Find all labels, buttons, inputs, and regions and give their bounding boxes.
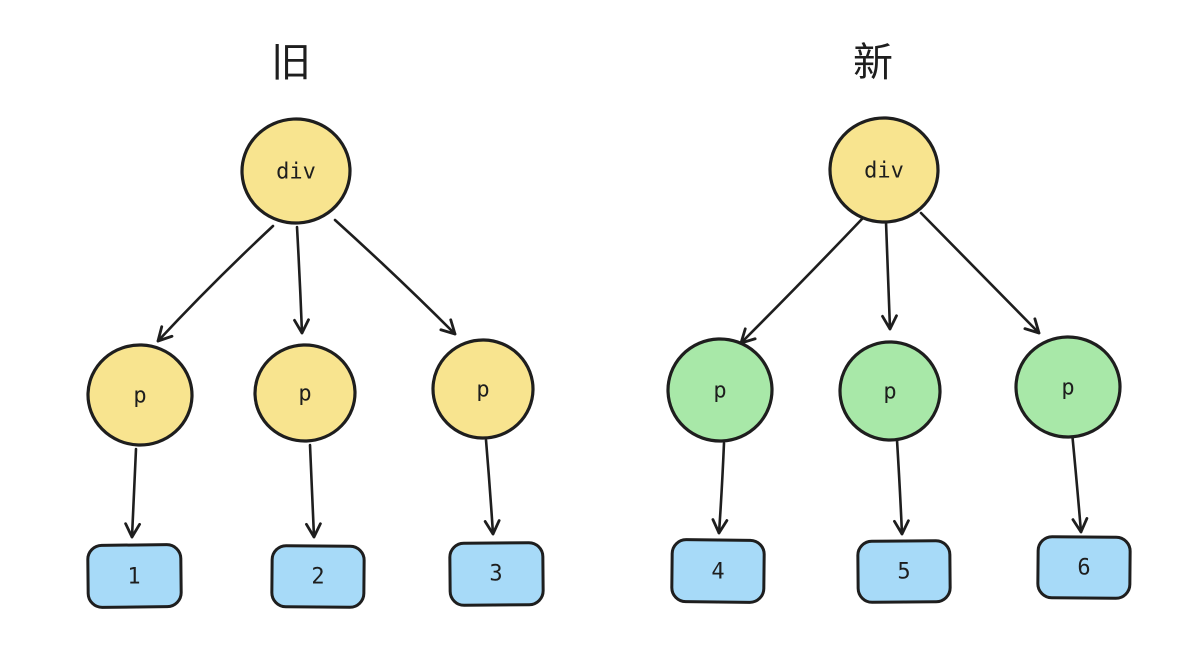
old-tree-title: 旧 bbox=[271, 41, 311, 85]
new-leaf-label-5: 5 bbox=[897, 560, 910, 585]
new-edge-p3-to-leaf6 bbox=[1070, 430, 1089, 534]
old-edge-p3-to-leaf3 bbox=[483, 438, 501, 536]
old-edge-root-to-p1 bbox=[156, 224, 275, 343]
old-root-node bbox=[240, 117, 352, 225]
new-child-node-2 bbox=[838, 340, 942, 442]
old-child-node-1 bbox=[86, 343, 194, 447]
new-edge-root-to-p1 bbox=[739, 217, 864, 345]
old-edge-root-to-p3 bbox=[333, 218, 457, 336]
new-edge-root-to-p2 bbox=[881, 220, 898, 331]
old-edge-p2-to-leaf2 bbox=[305, 443, 322, 539]
new-child-node-3 bbox=[1014, 335, 1122, 439]
new-leaf-label-4: 4 bbox=[711, 560, 724, 585]
new-root-node bbox=[828, 116, 940, 224]
old-child-label-2: p bbox=[298, 382, 311, 407]
new-child-label-1: p bbox=[713, 379, 726, 404]
new-tree: 新 div p p p 4 5 6 bbox=[666, 41, 1132, 604]
new-child-node-1 bbox=[666, 337, 774, 443]
old-leaf-box-1 bbox=[86, 543, 183, 609]
new-edge-root-to-p3 bbox=[919, 211, 1041, 335]
new-leaf-box-4 bbox=[670, 538, 766, 604]
new-child-label-3: p bbox=[1061, 376, 1074, 401]
old-child-node-2 bbox=[253, 343, 357, 443]
old-edge-p1-to-leaf1 bbox=[124, 447, 141, 539]
old-leaf-label-2: 2 bbox=[311, 565, 324, 590]
new-root-label: div bbox=[864, 159, 904, 184]
old-child-node-3 bbox=[431, 338, 535, 440]
new-edge-p1-to-leaf4 bbox=[711, 441, 729, 535]
old-leaf-label-3: 3 bbox=[489, 562, 502, 587]
old-tree: 旧 div p p p 1 2 3 bbox=[86, 41, 545, 609]
old-leaf-box-3 bbox=[448, 541, 545, 607]
new-edge-p2-to-leaf5 bbox=[893, 438, 910, 536]
old-edge-root-to-p2 bbox=[293, 225, 310, 335]
new-child-label-2: p bbox=[883, 380, 896, 405]
new-leaf-box-6 bbox=[1036, 535, 1132, 600]
old-child-label-1: p bbox=[133, 384, 146, 409]
old-root-label: div bbox=[276, 160, 316, 185]
old-leaf-box-2 bbox=[270, 544, 366, 609]
new-leaf-label-6: 6 bbox=[1077, 556, 1090, 581]
new-tree-title: 新 bbox=[853, 41, 893, 85]
new-leaf-box-5 bbox=[856, 539, 952, 604]
old-leaf-label-1: 1 bbox=[127, 565, 140, 590]
old-child-label-3: p bbox=[476, 378, 489, 403]
